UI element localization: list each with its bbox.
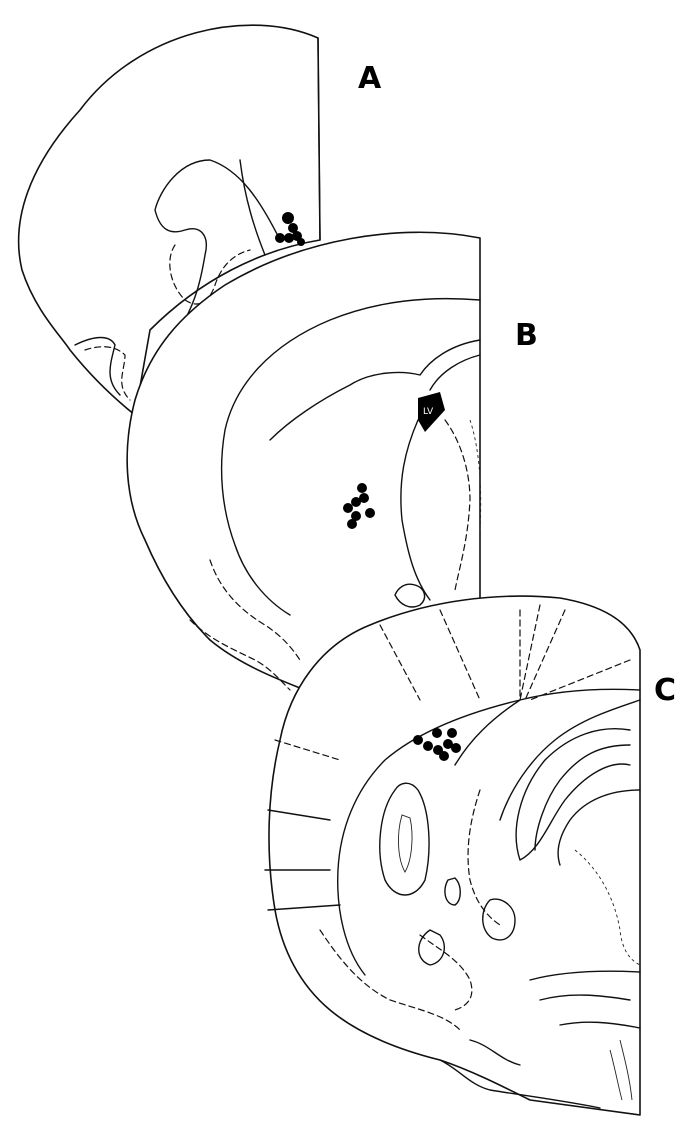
injection-dot	[439, 751, 449, 761]
injection-dot	[365, 508, 375, 518]
section-c-outline	[269, 596, 640, 1115]
injection-dot	[297, 238, 305, 246]
injection-dot	[447, 728, 457, 738]
injection-dot	[413, 735, 423, 745]
injection-dot	[432, 728, 442, 738]
injection-dot	[347, 519, 357, 529]
injection-dot	[357, 483, 367, 493]
injection-dot	[451, 743, 461, 753]
injection-dot	[275, 233, 285, 243]
ventricle-label: LV	[423, 407, 434, 417]
injection-dot	[343, 503, 353, 513]
panel-label-c: C	[654, 673, 676, 708]
injection-dot	[359, 493, 369, 503]
injection-dot	[282, 212, 294, 224]
injection-dot	[284, 233, 294, 243]
panel-label-a: A	[358, 61, 382, 96]
panel-label-b: B	[515, 318, 538, 353]
section-c	[265, 596, 640, 1115]
injection-dot	[423, 741, 433, 751]
